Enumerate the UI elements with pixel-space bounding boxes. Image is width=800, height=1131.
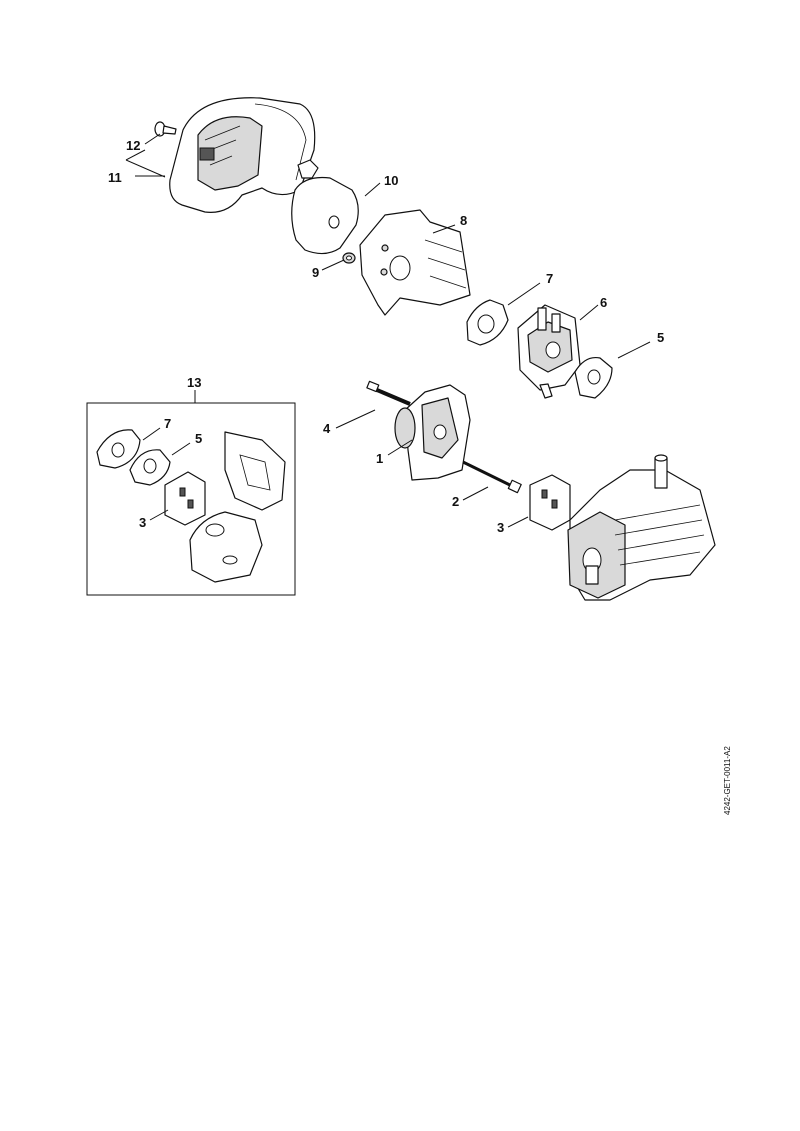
kit-box	[86, 402, 296, 596]
callout-5-upper: 5	[657, 330, 664, 345]
engine-drawing	[567, 454, 716, 601]
drawing-code: 4242-GET-0011-A2	[723, 746, 732, 815]
callout-3-main: 3	[497, 520, 504, 535]
callouts: 12 11 10 9 8 7 6 5 13 7 5 3 4 1 2 3	[108, 138, 664, 535]
spacer-3-drawing	[529, 474, 571, 531]
callout-12: 12	[126, 138, 140, 153]
leader-lines	[125, 133, 651, 528]
kit-spacer-3-drawing	[164, 471, 206, 526]
callout-6: 6	[600, 295, 607, 310]
callout-2: 2	[452, 494, 459, 509]
long-screw-4-drawing	[366, 380, 411, 406]
callout-5-kit: 5	[195, 431, 202, 446]
kit-lower-gasket-drawing	[189, 511, 263, 583]
callout-11: 11	[108, 170, 122, 185]
carburetor-drawing	[517, 304, 581, 399]
callout-10: 10	[384, 173, 398, 188]
intake-flange-drawing	[394, 384, 471, 481]
long-bolt-2-drawing	[462, 460, 522, 494]
callout-9: 9	[312, 265, 319, 280]
callout-13: 13	[187, 375, 201, 390]
kit-large-gasket-drawing	[224, 431, 286, 511]
gasket-5-upper-drawing	[574, 356, 613, 399]
callout-4: 4	[323, 421, 331, 436]
callout-1: 1	[376, 451, 383, 466]
cover-screw-drawing	[154, 121, 177, 137]
callout-3-kit: 3	[139, 515, 146, 530]
gasket-upper-drawing	[466, 299, 509, 346]
callout-7-upper: 7	[546, 271, 553, 286]
nut-drawing	[342, 252, 356, 264]
air-filter-cover-drawing	[169, 97, 316, 213]
air-filter-drawing	[291, 159, 359, 255]
callout-8: 8	[460, 213, 467, 228]
callout-7-kit: 7	[164, 416, 171, 431]
baseplate-drawing	[359, 209, 471, 316]
